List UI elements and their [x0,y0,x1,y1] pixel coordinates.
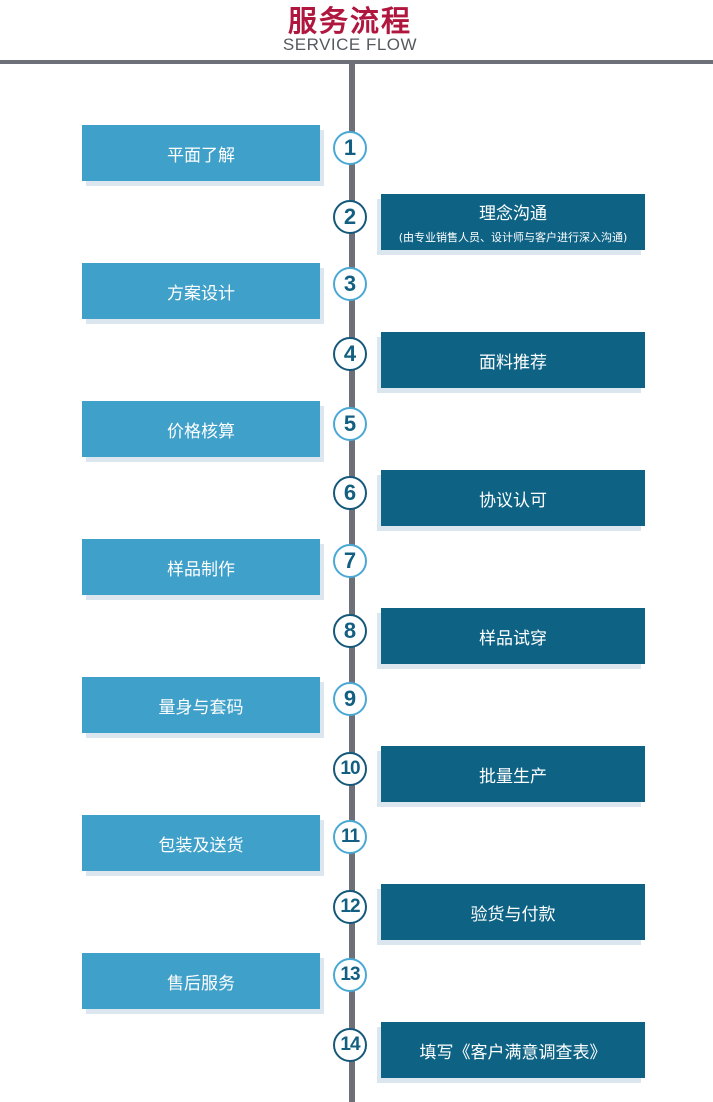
timeline-line [349,62,355,1102]
step-label: 样品试穿 [479,628,547,649]
step-label: 协议认可 [479,490,547,511]
step-box-13: 售后服务 [82,953,320,1009]
step-number-10: 10 [333,752,367,786]
step-number-6: 6 [333,476,367,510]
step-number-14: 14 [333,1028,367,1062]
step-label: 售后服务 [167,973,235,994]
step-number-13: 13 [333,958,367,992]
step-box-12: 验货与付款 [381,884,645,940]
step-box-10: 批量生产 [381,746,645,802]
step-number-4: 4 [333,337,367,371]
step-box-14: 填写《客户满意调查表》 [381,1022,645,1078]
step-label: 填写《客户满意调查表》 [419,1042,607,1063]
step-sublabel: (由专业销售人员、设计师与客户进行深入沟通) [398,231,628,244]
header-divider [0,60,713,64]
step-number-3: 3 [333,267,367,301]
step-number-8: 8 [333,614,367,648]
step-number-5: 5 [333,407,367,441]
step-box-2: 理念沟通 (由专业销售人员、设计师与客户进行深入沟通) [381,194,645,250]
step-box-4: 面料推荐 [381,332,645,388]
step-number-9: 9 [333,682,367,716]
step-box-8: 样品试穿 [381,608,645,664]
step-label: 方案设计 [167,283,235,304]
step-number-2: 2 [333,200,367,234]
step-label: 平面了解 [167,145,235,166]
step-label: 样品制作 [167,559,235,580]
page-title: 服务流程 [287,4,412,38]
step-label: 理念沟通 [479,204,547,224]
step-box-5: 价格核算 [82,401,320,457]
page-subtitle: SERVICE FLOW [282,35,418,54]
step-label: 验货与付款 [470,904,556,925]
step-number-1: 1 [333,131,367,165]
step-number-12: 12 [333,890,367,924]
step-label: 包装及送货 [158,835,244,856]
step-label: 面料推荐 [479,352,547,373]
step-box-6: 协议认可 [381,470,645,526]
step-box-3: 方案设计 [82,263,320,319]
step-box-7: 样品制作 [82,539,320,595]
step-box-1: 平面了解 [82,125,320,181]
step-number-7: 7 [333,544,367,578]
step-box-11: 包装及送货 [82,815,320,871]
step-label: 价格核算 [167,421,235,442]
step-box-9: 量身与套码 [82,677,320,733]
step-label: 量身与套码 [158,697,244,718]
step-label: 批量生产 [479,766,547,787]
step-number-11: 11 [333,820,367,854]
